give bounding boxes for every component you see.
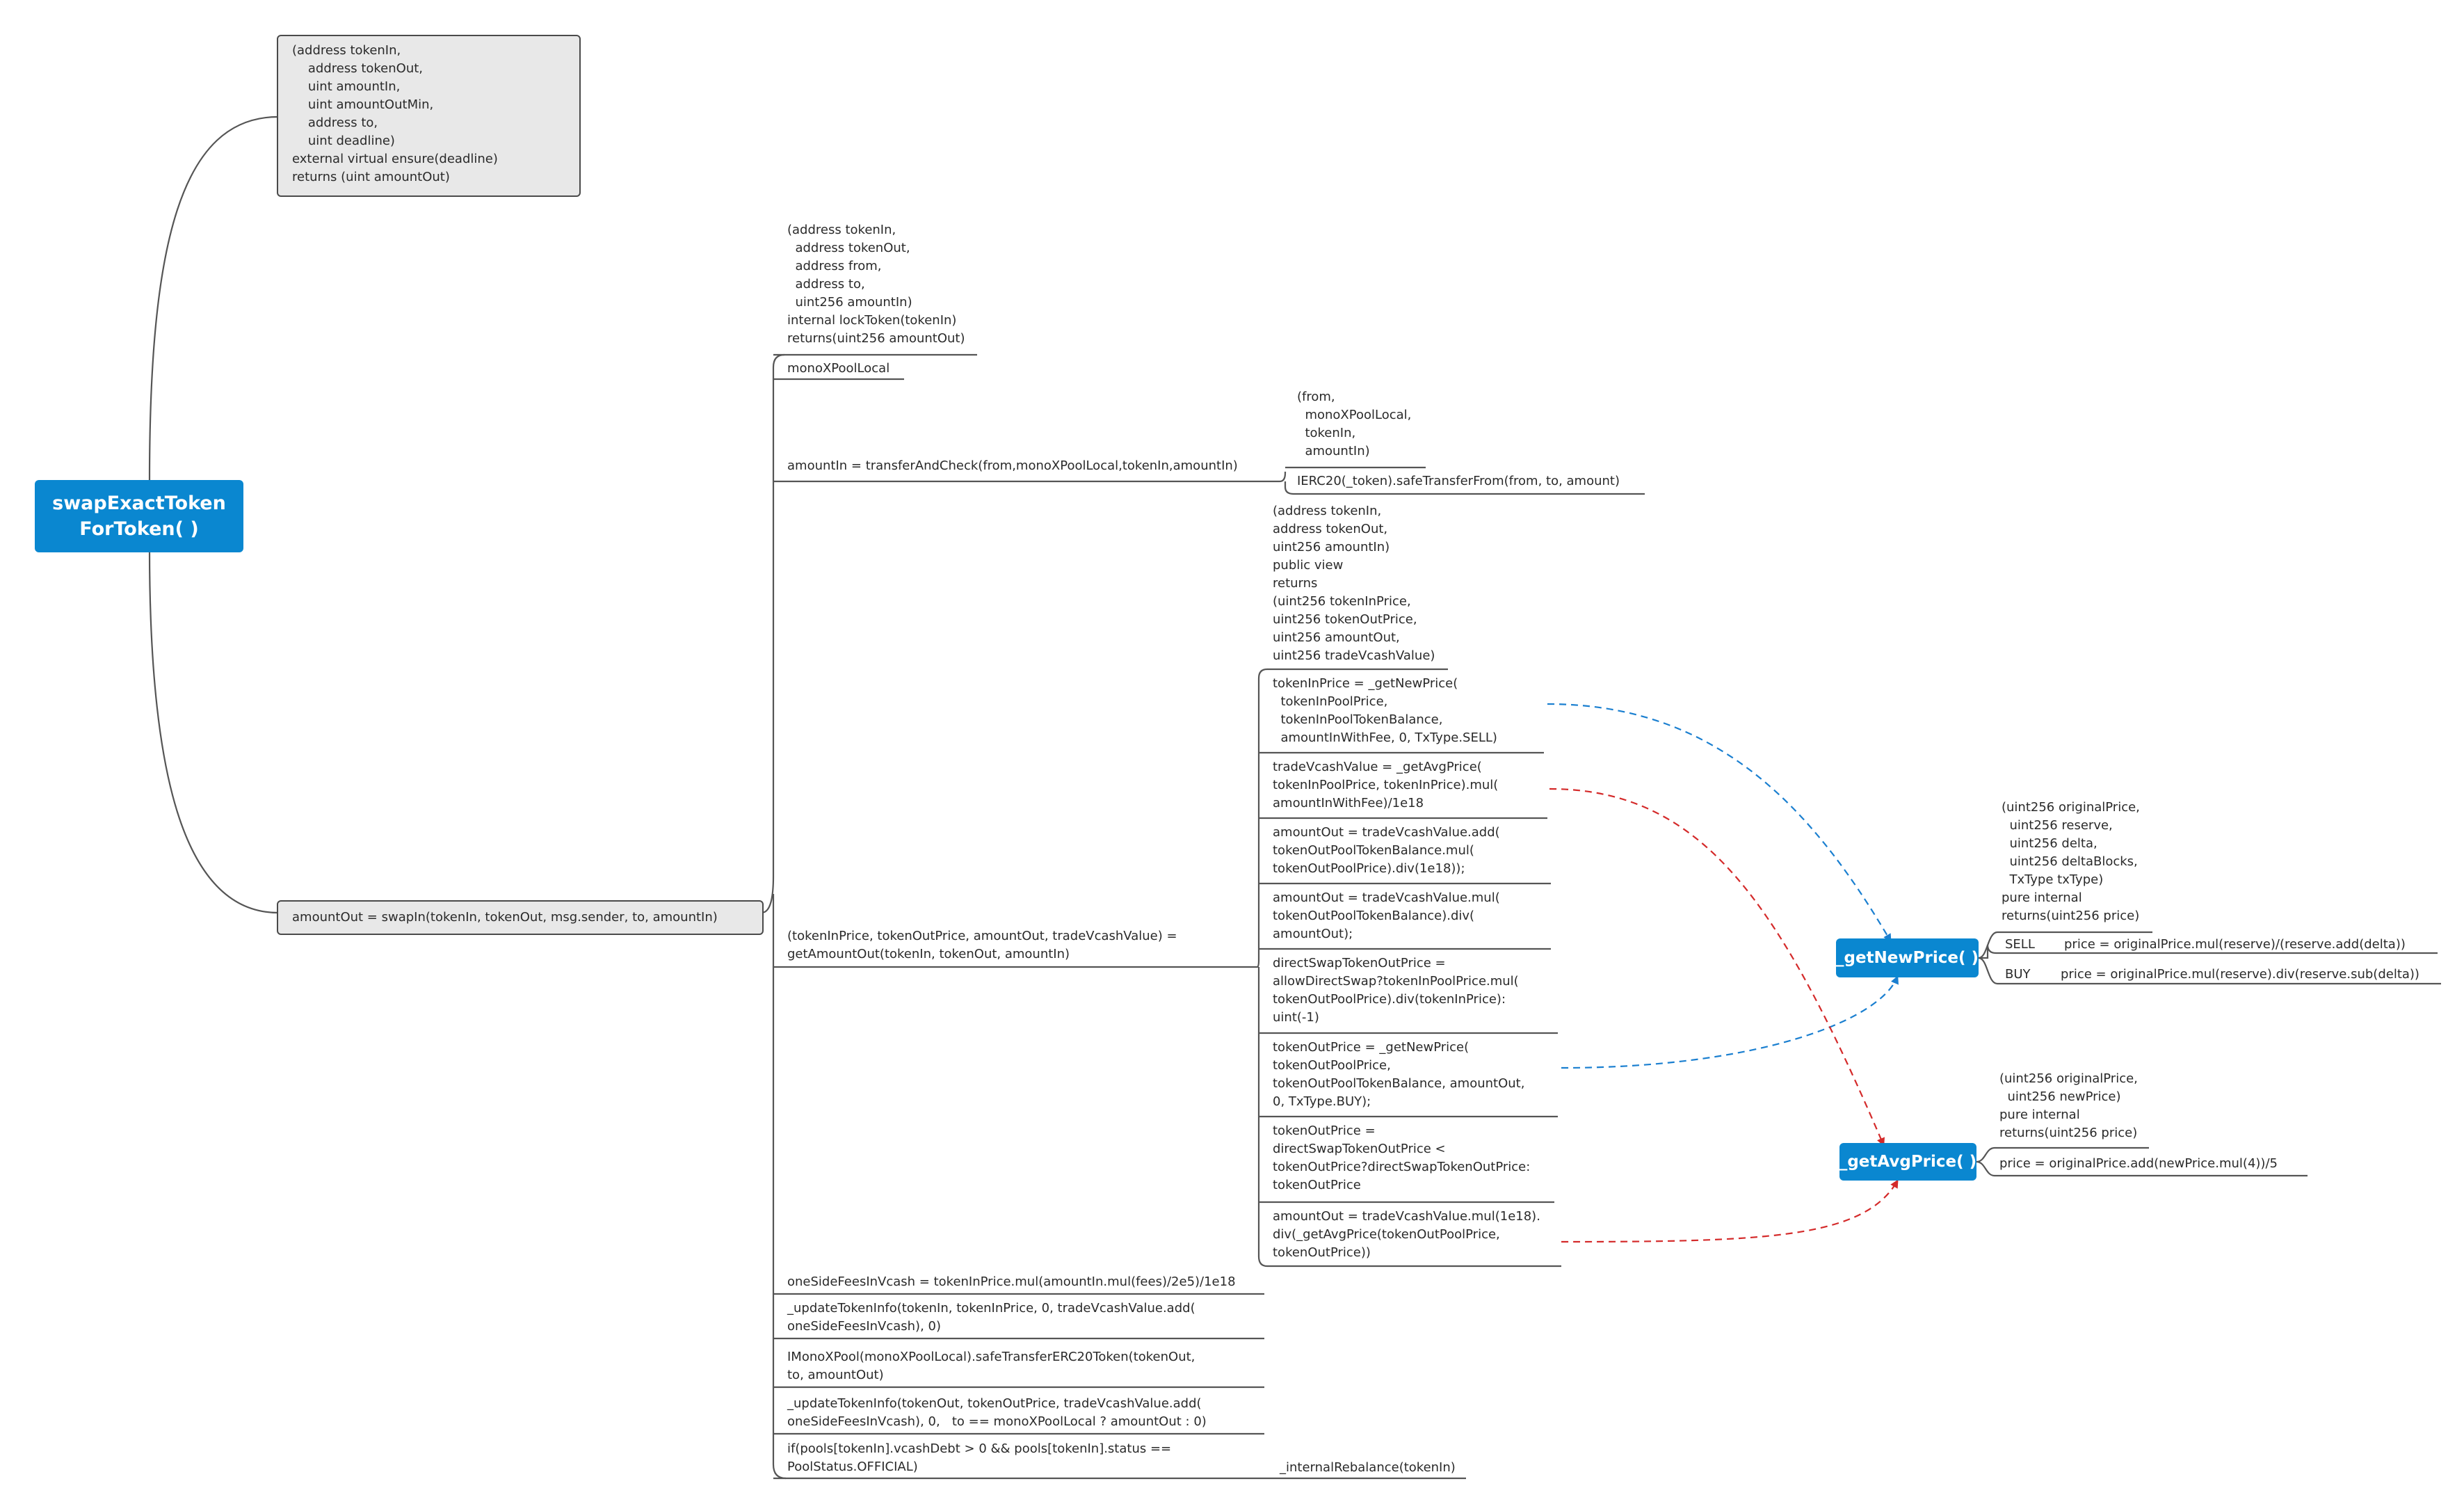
link-central-signature bbox=[148, 115, 279, 481]
get-new-price-signature: (uint256 originalPrice, uint256 reserve,… bbox=[2002, 800, 2140, 923]
get-avg-price-topic[interactable]: _getAvgPrice( ) bbox=[1839, 1143, 1976, 1181]
buy-formula: price = originalPrice.mul(reserve).div(r… bbox=[2061, 967, 2419, 982]
fees-line: oneSideFeesInVcash = tokenInPrice.mul(am… bbox=[787, 1274, 1236, 1289]
central-topic[interactable]: swapExactToken ForToken( ) bbox=[35, 480, 243, 552]
call-link-amountout-avgprice bbox=[1561, 1179, 1899, 1243]
sell-label: SELL bbox=[2005, 937, 2035, 952]
step-token-out-price: tokenOutPrice = _getNewPrice( tokenOutPo… bbox=[1273, 1040, 1525, 1109]
swapin-box[interactable] bbox=[277, 900, 764, 935]
update-token-out: _updateTokenInfo(tokenOut, tokenOutPrice… bbox=[787, 1396, 1207, 1429]
call-link-tradevcash-avgprice bbox=[1549, 788, 1885, 1146]
transfer-args: (from, monoXPoolLocal, tokenIn, amountIn… bbox=[1297, 390, 1412, 458]
pool-transfer-line: IMonoXPool(monoXPoolLocal).safeTransferE… bbox=[787, 1350, 1195, 1382]
get-amount-out-signature: (address tokenIn, address tokenOut, uint… bbox=[1273, 504, 1435, 663]
get-avg-price-signature: (uint256 originalPrice, uint256 newPrice… bbox=[1999, 1071, 2138, 1140]
get-amount-out-call: (tokenInPrice, tokenOutPrice, amountOut,… bbox=[787, 929, 1177, 961]
safe-transfer-from: IERC20(_token).safeTransferFrom(from, to… bbox=[1297, 474, 1620, 488]
link-central-swapin bbox=[148, 549, 279, 914]
step-amount-out-final: amountOut = tradeVcashValue.mul(1e18). d… bbox=[1273, 1209, 1540, 1260]
call-link-tokenout-newprice bbox=[1561, 975, 1899, 1069]
pool-local-label: monoXPoolLocal bbox=[787, 361, 890, 376]
swapin-label: amountOut = swapIn(tokenIn, tokenOut, ms… bbox=[292, 910, 718, 925]
rebalance-condition: if(pools[tokenIn].vcashDebt > 0 && pools… bbox=[787, 1441, 1172, 1474]
internal-rebalance: _internalRebalance(tokenIn) bbox=[1280, 1460, 1456, 1475]
spine-swapin bbox=[761, 353, 785, 914]
signature-box[interactable] bbox=[277, 35, 581, 197]
buy-label: BUY bbox=[2005, 967, 2031, 982]
step-amount-out-add: amountOut = tradeVcashValue.add( tokenOu… bbox=[1273, 825, 1500, 876]
transfer-check-line: amountIn = transferAndCheck(from,monoXPo… bbox=[787, 458, 1238, 473]
avg-price-formula: price = originalPrice.add(newPrice.mul(4… bbox=[1999, 1156, 2278, 1171]
get-new-price-topic[interactable]: _getNewPrice( ) bbox=[1836, 938, 1979, 977]
step-token-in-price: tokenInPrice = _getNewPrice( tokenInPool… bbox=[1273, 676, 1497, 745]
call-link-tokenin-newprice bbox=[1547, 703, 1892, 943]
step-trade-vcash: tradeVcashValue = _getAvgPrice( tokenInP… bbox=[1273, 760, 1499, 810]
sell-formula: price = originalPrice.mul(reserve)/(rese… bbox=[2064, 937, 2406, 952]
step-direct-swap-price: directSwapTokenOutPrice = allowDirectSwa… bbox=[1273, 956, 1519, 1025]
step-token-out-price-min: tokenOutPrice = directSwapTokenOutPrice … bbox=[1273, 1124, 1531, 1192]
step-amount-out-mul: amountOut = tradeVcashValue.mul( tokenOu… bbox=[1273, 890, 1500, 941]
update-token-in: _updateTokenInfo(tokenIn, tokenInPrice, … bbox=[787, 1301, 1195, 1334]
swapin-signature: (address tokenIn, address tokenOut, addr… bbox=[787, 223, 965, 346]
signature-text: (address tokenIn, address tokenOut, uint… bbox=[292, 43, 498, 184]
